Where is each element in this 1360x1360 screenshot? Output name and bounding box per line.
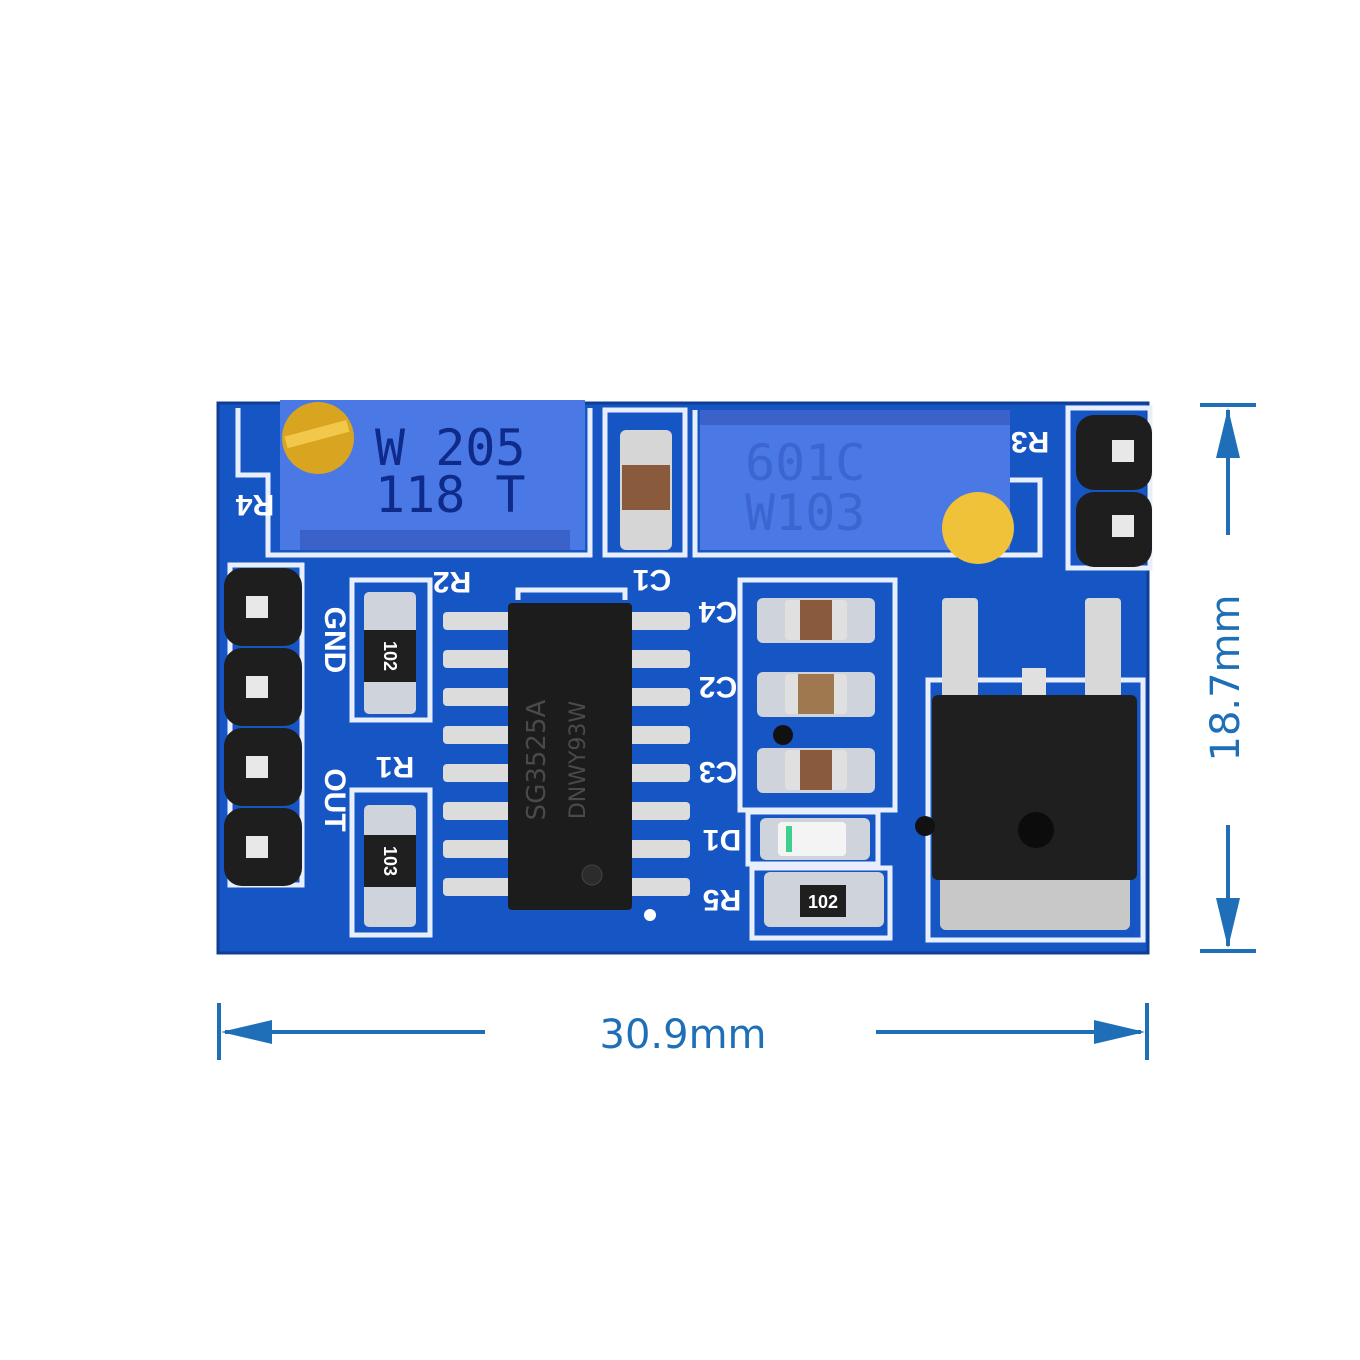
label-r1: R1 [376,750,414,783]
capacitor-c1 [620,430,672,550]
pin-header-2[interactable] [1076,415,1152,567]
label-c3: C3 [699,755,737,788]
ic-marking-1: SG3525A [522,699,552,820]
height-dimension [1200,403,1256,953]
height-label: 18.7mm [1203,595,1249,762]
pot-left-marking-2: 118 T [375,466,526,524]
arrow-down-icon [1216,898,1240,948]
label-out: OUT [318,768,351,831]
width-label: 30.9mm [600,1012,767,1058]
label-gnd: GND [318,607,351,674]
r2-value: 102 [380,641,400,671]
ic-chip: SG3525A DNWY93W [508,603,632,910]
ic-pins [443,612,690,896]
label-r2: R2 [433,565,471,598]
label-c4: C4 [699,595,738,628]
label-r3: R3 [1011,425,1049,458]
arrow-left-icon [221,1020,272,1044]
arrow-up-icon [1216,408,1240,458]
ic-marking-2: DNWY93W [566,701,591,820]
voltage-regulator [932,598,1137,930]
pot-left-marking-1: W 205 [375,419,526,477]
label-r5: R5 [703,883,741,916]
resistor-r1: 103 [364,805,416,927]
label-d1: D1 [703,823,741,856]
label-r4: R4 [236,488,275,521]
led-d1 [760,818,870,860]
pin-header-4[interactable] [224,568,302,886]
label-c2: C2 [699,670,737,703]
label-c1: C1 [633,563,671,596]
pot-right-marking-1: 601C [745,434,865,492]
r1-value: 103 [380,846,400,876]
width-dimension [217,1003,1149,1060]
pin1-dot [644,909,656,921]
capacitor-c3 [757,748,875,793]
arrow-right-icon [1094,1020,1145,1044]
resistor-r5: 102 [764,872,884,927]
resistor-r2: 102 [364,592,416,714]
via [915,816,935,836]
potentiometer-left: W 205 118 T [280,400,585,550]
adjust-screw-icon [942,492,1014,564]
capacitor-c2 [757,672,875,717]
via [773,725,793,745]
potentiometer-right: 601C W103 [700,410,1014,564]
capacitor-c4 [757,598,875,643]
r5-value: 102 [808,892,838,912]
pot-right-marking-2: W103 [745,484,865,542]
